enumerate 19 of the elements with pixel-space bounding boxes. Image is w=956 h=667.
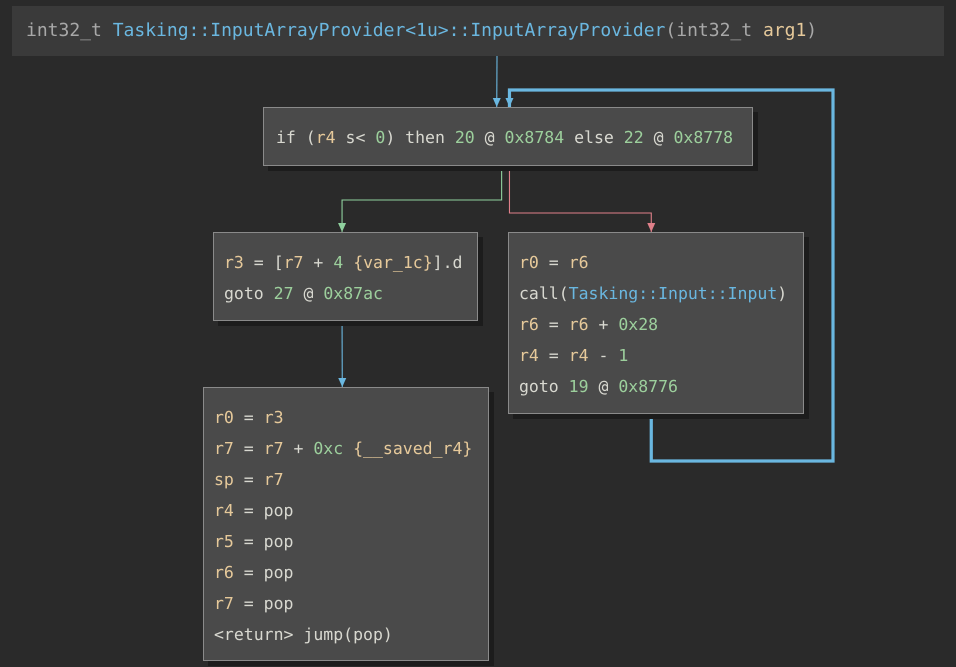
arrow — [492, 56, 501, 107]
code-line: if (r4 s< 0) then 20 @ 0x8784 else 22 @ 0x8778 — [276, 127, 734, 149]
code-line: r5 = pop — [214, 531, 294, 553]
code-line: r7 = r7 + 0xc {__saved_r4} — [214, 438, 474, 460]
code-line: r0 = r6 — [519, 252, 590, 274]
code-line: goto 19 @ 0x8776 — [519, 376, 679, 398]
code-line: r7 = pop — [214, 593, 294, 615]
code-line: sp = r7 — [214, 469, 285, 491]
function-signature-title: int32_t Tasking::InputArrayProvider<1u>::InputArrayProvider(int32_t arg1) — [12, 6, 944, 56]
code-line: call(Tasking::Input::Input) — [519, 283, 788, 305]
code-line: r6 = r6 + 0x28 — [519, 314, 660, 336]
code-line: r6 = pop — [214, 562, 294, 584]
code-line: r4 = pop — [214, 500, 294, 522]
code-line: <return> jump(pop) — [214, 624, 394, 646]
arrow — [505, 88, 835, 463]
code-line: goto 27 @ 0x87ac — [224, 283, 384, 305]
code-line: r4 = r4 - 1 — [519, 345, 630, 367]
code-line: r0 = r3 — [214, 407, 285, 429]
code-line: r3 = [r7 + 4 {var_1c}].d — [224, 252, 464, 274]
